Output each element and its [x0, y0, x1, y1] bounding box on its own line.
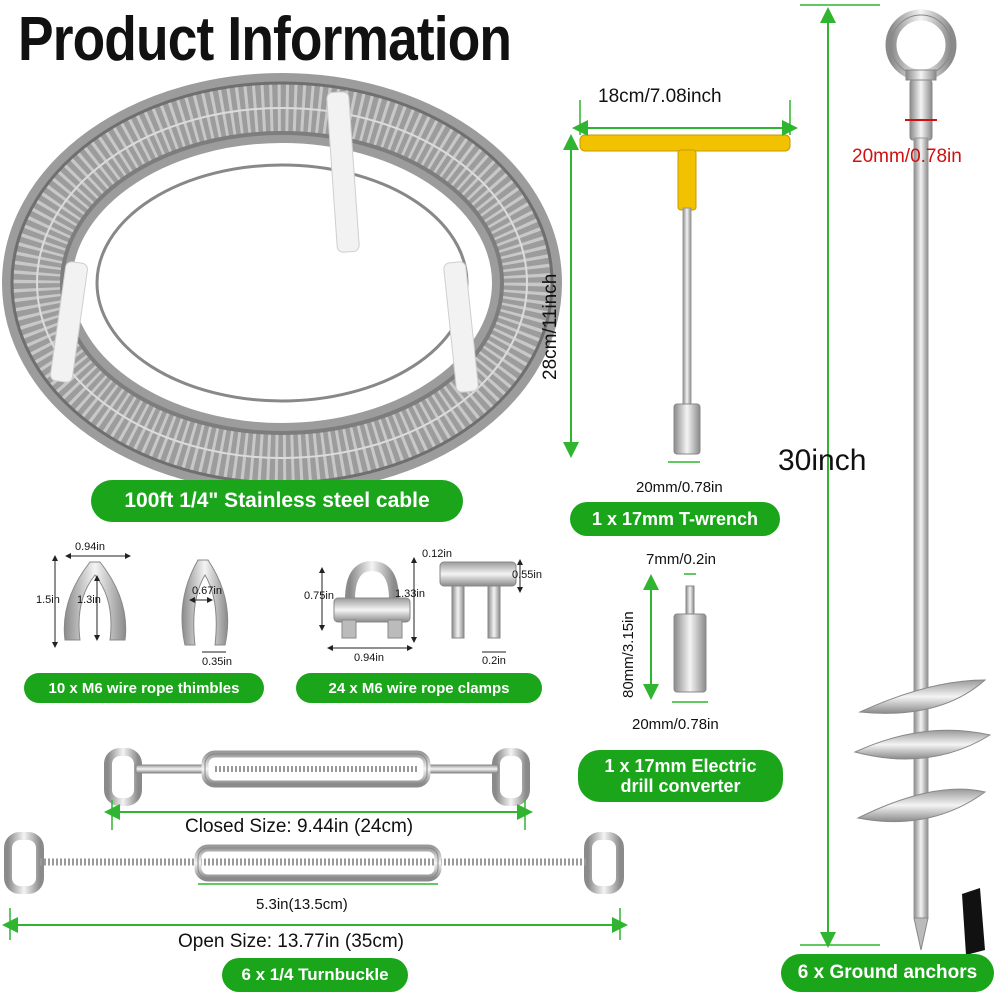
- clamp-base-dimension: 0.94in: [354, 652, 384, 664]
- anchor-length-dimension: 30inch: [778, 444, 867, 477]
- turnbuckle-label: 6 x 1/4 Turnbuckle: [222, 958, 408, 992]
- thimble-width-dimension: 0.94in: [75, 541, 105, 553]
- clamp-top-dimension: 0.12in: [422, 548, 452, 560]
- converter-bottom-dimension: 20mm/0.78in: [632, 716, 719, 733]
- converter-height-dimension: 80mm/3.15in: [620, 611, 637, 698]
- ground-anchor-image: [800, 4, 992, 955]
- t-wrench-image: [563, 100, 798, 463]
- anchor-eye-dimension: 20mm/0.78in: [852, 146, 962, 167]
- clamp-bolt-dimension: 0.2in: [482, 655, 506, 667]
- thimble-side-dimension: 0.67in: [192, 585, 222, 597]
- wrench-height-dimension: 28cm/11inch: [540, 273, 561, 380]
- thimble-thickness-dimension: 0.35in: [202, 656, 232, 668]
- thimble-height-dimension: 1.5in: [36, 594, 60, 606]
- drill-converter-label: 1 x 17mm Electric drill converter: [578, 750, 783, 802]
- cable-label: 100ft 1/4" Stainless steel cable: [91, 480, 463, 522]
- turnbuckle-open-image: [2, 832, 628, 940]
- turnbuckle-body-size: 5.3in(13.5cm): [256, 896, 348, 913]
- turnbuckle-open-size: Open Size: 13.77in (35cm): [178, 931, 405, 952]
- ground-anchors-label: 6 x Ground anchors: [781, 954, 994, 992]
- t-wrench-label: 1 x 17mm T-wrench: [570, 502, 780, 536]
- wrench-width-dimension: 18cm/7.08inch: [598, 86, 722, 107]
- converter-top-dimension: 7mm/0.2in: [646, 551, 717, 568]
- drill-converter-label-line1: 1 x 17mm Electric: [604, 756, 757, 776]
- drill-converter-image: [643, 573, 708, 703]
- wrench-socket-dimension: 20mm/0.78in: [636, 479, 723, 496]
- thimbles-image: [52, 553, 229, 653]
- clamps-label: 24 x M6 wire rope clamps: [296, 673, 542, 703]
- cable-coil-image: [2, 73, 562, 493]
- clamp-total-dimension: 1.33in: [395, 588, 425, 600]
- thimble-inner-dimension: 1.3in: [77, 594, 101, 606]
- page-title: Product Information: [18, 5, 512, 74]
- clamp-height-dimension: 0.75in: [304, 590, 334, 602]
- drill-converter-label-line2: drill converter: [620, 776, 741, 796]
- clamp-right-dimension: 0.55in: [512, 569, 542, 581]
- thimbles-label: 10 x M6 wire rope thimbles: [24, 673, 264, 703]
- clamps-image: [319, 557, 523, 653]
- turnbuckle-closed-image: [104, 748, 533, 830]
- turnbuckle-closed-size: Closed Size: 9.44in (24cm): [185, 816, 414, 837]
